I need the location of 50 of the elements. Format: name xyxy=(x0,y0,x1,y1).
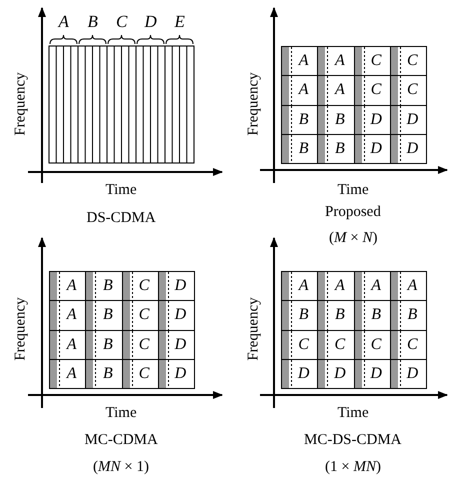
grid-cell: C xyxy=(122,271,159,302)
axis-label: Time xyxy=(338,181,369,199)
user-letter: A xyxy=(58,13,69,31)
grid-cell: B xyxy=(85,271,122,302)
grid-cell: D xyxy=(281,358,318,389)
user-letter: C xyxy=(116,13,128,31)
panel-caption: MC-DS-CDMA xyxy=(304,431,402,449)
grid-cell: B xyxy=(281,134,318,164)
grid-cell: D xyxy=(317,358,354,389)
grid-cell: A xyxy=(49,358,86,389)
panel-caption: (M × N) xyxy=(329,229,378,247)
grid-cell: D xyxy=(158,300,195,330)
axis-label: Time xyxy=(338,404,369,422)
panel-caption: (MN × 1) xyxy=(93,458,149,476)
grid-cell: D xyxy=(158,330,195,360)
panel-caption: MC-CDMA xyxy=(84,431,158,449)
axis-label: Frequency xyxy=(11,297,30,361)
grid-cell: B xyxy=(317,134,354,164)
axis-label: Frequency xyxy=(244,72,262,136)
grid-cell: D xyxy=(390,134,427,164)
grid-cell: A xyxy=(281,271,318,302)
user-letter: B xyxy=(88,13,98,31)
axis-label: Time xyxy=(106,181,137,199)
grid-cell: A xyxy=(49,271,86,302)
grid-cell: A xyxy=(281,46,318,76)
grid-cell: A xyxy=(354,271,391,302)
grid-cell: D xyxy=(390,358,427,389)
user-letter: E xyxy=(174,13,185,31)
axis-label: Frequency xyxy=(11,72,30,136)
grid-cell: D xyxy=(158,358,195,389)
grid-cell: B xyxy=(390,300,427,330)
grid-cell: A xyxy=(317,271,354,302)
grid-cell: C xyxy=(390,75,427,106)
grid-cell: D xyxy=(158,271,195,302)
grid-cell: C xyxy=(122,358,159,389)
grid-cell: C xyxy=(390,330,427,360)
grid-cell: A xyxy=(317,46,354,76)
panel-caption: Proposed xyxy=(325,203,381,221)
grid-cell: C xyxy=(390,46,427,76)
panel-caption: DS-CDMA xyxy=(86,209,156,227)
grid-cell: A xyxy=(390,271,427,302)
grid-cell: B xyxy=(85,358,122,389)
grid-cell: D xyxy=(390,104,427,135)
grid-cell: D xyxy=(354,358,391,389)
axis-label: Frequency xyxy=(244,297,262,361)
user-letter: D xyxy=(144,13,157,31)
panel-caption: (1 × MN) xyxy=(325,458,381,476)
grid-cell: D xyxy=(354,134,391,164)
grid-cell: C xyxy=(354,46,391,76)
axis-label: Time xyxy=(106,404,137,422)
